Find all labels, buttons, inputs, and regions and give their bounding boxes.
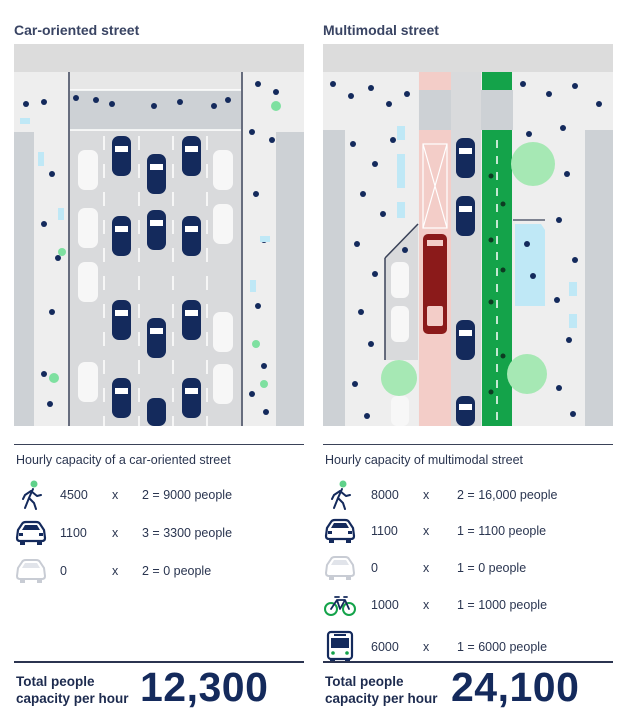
capacity-top-rule [14,444,304,445]
bus-count: 6000 [371,640,399,654]
capacity-row-cars: 1100 x 3 = 3300 people [14,516,304,550]
total-label: Total people capacity per hour [325,674,438,706]
multiply-sign: x [423,488,430,502]
capacity-row-parked-cars: 0 x 2 = 0 people [14,554,304,588]
capacity-row-pedestrians: 4500 x 2 = 9000 people [14,478,304,512]
pedestrian-count: 4500 [60,488,88,502]
car-calc: 3 = 3300 people [142,526,233,540]
multiply-sign: x [423,640,430,654]
pedestrian-calc: 2 = 16,000 people [457,488,558,502]
multimodal-title: Multimodal street [323,22,439,38]
bicycle-icon [324,596,356,616]
parked-car-count: 0 [60,564,67,578]
bicycle-count: 1000 [371,598,399,612]
pedestrian-icon [331,480,351,510]
multiply-sign: x [112,564,119,578]
pedestrian-icon [22,480,42,510]
car-oriented-title: Car-oriented street [14,22,140,38]
capacity-title: Hourly capacity of multimodal street [325,453,523,467]
total-label: Total people capacity per hour [16,674,129,706]
multiply-sign: x [112,488,119,502]
parked-car-icon [324,556,356,580]
capacity-title: Hourly capacity of a car-oriented street [16,453,231,467]
parked-car-count: 0 [371,561,378,575]
capacity-row-buses: 6000 x 1 = 6000 people [323,630,613,664]
capacity-top-rule [323,444,613,445]
total-rule [14,661,304,663]
capacity-row-parked-cars: 0 x 1 = 0 people [323,551,613,585]
total-value: 12,300 [140,664,269,710]
pedestrian-calc: 2 = 9000 people [142,488,233,502]
parked-car-icon [15,559,47,583]
car-calc: 1 = 1100 people [457,524,547,538]
parked-car-calc: 2 = 0 people [142,564,212,578]
bus-icon [326,630,354,662]
multiply-sign: x [423,598,430,612]
bicycle-calc: 1 = 1000 people [457,598,548,612]
car-oriented-street-illustration [14,44,304,426]
total-value: 24,100 [451,664,580,710]
capacity-row-pedestrians: 8000 x 2 = 16,000 people [323,478,613,512]
bus-calc: 1 = 6000 people [457,640,548,654]
multiply-sign: x [423,561,430,575]
car-count: 1100 [371,524,398,538]
parked-car-calc: 1 = 0 people [457,561,527,575]
multiply-sign: x [112,526,119,540]
car-icon [324,518,356,543]
total-rule [323,661,613,663]
car-icon [15,520,47,545]
capacity-row-bicycles: 1000 x 1 = 1000 people [323,588,613,622]
multiply-sign: x [423,524,430,538]
car-count: 1100 [60,526,87,540]
multimodal-street-illustration [323,44,613,426]
pedestrian-count: 8000 [371,488,399,502]
capacity-row-cars: 1100 x 1 = 1100 people [323,514,613,548]
